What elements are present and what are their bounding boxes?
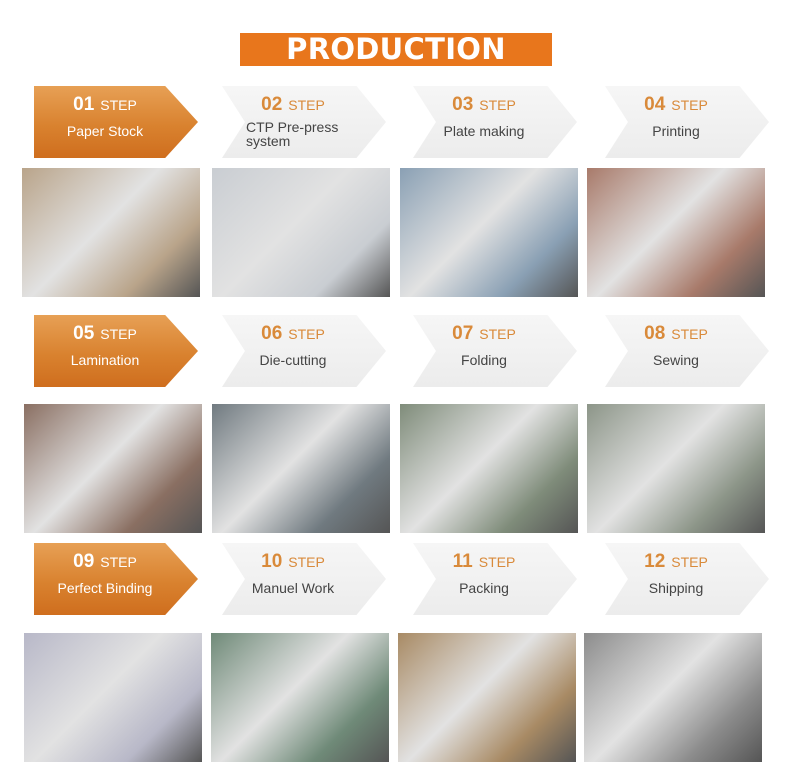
step-label: STEP [479,97,516,113]
step-08-arrow: 08 STEP Sewing [605,315,769,387]
step-number: 12 [644,551,666,572]
page-title: PRODUCTION PROCESS [240,33,552,99]
step-number: 07 [452,323,474,344]
step-number: 06 [261,323,283,344]
step-label: STEP [671,554,708,570]
step-number: 11 [452,551,473,572]
step-name: Sewing [653,352,699,368]
step-01-arrow: 01 STEP Paper Stock [34,86,198,158]
step-10-arrow: 10 STEP Manuel Work [222,543,386,615]
step-number: 10 [261,551,283,572]
step-12-arrow: 12 STEP Shipping [605,543,769,615]
step-label: STEP [100,554,137,570]
step-name: Perfect Binding [57,580,153,596]
step-04-arrow: 04 STEP Printing [605,86,769,158]
step-name: Shipping [648,580,704,596]
step-number: 01 [73,94,95,115]
step-label: STEP [288,326,325,342]
step-05-photo [24,404,202,533]
step-11-photo [398,633,576,762]
step-12-photo [584,633,762,762]
step-04-photo [587,168,765,297]
step-label: STEP [288,554,325,570]
step-number: 08 [644,323,666,344]
step-label: STEP [479,326,516,342]
step-02-photo [212,168,390,297]
step-label: STEP [478,554,516,570]
step-number: 05 [73,323,95,344]
step-number: 03 [452,94,474,115]
step-number: 02 [261,94,283,115]
step-03-arrow: 03 STEP Plate making [413,86,577,158]
step-name: Lamination [70,352,140,368]
step-label: STEP [671,326,708,342]
step-name: Die-cutting [259,352,327,368]
step-number: 09 [73,551,95,572]
step-03-photo [400,168,578,297]
step-05-arrow: 05 STEP Lamination [34,315,198,387]
step-10-photo [211,633,389,762]
step-name: Manuel Work [251,580,335,596]
step-name: Printing [652,123,700,139]
step-label: STEP [100,326,137,342]
step-06-photo [212,404,390,533]
step-name: Plate making [443,123,525,139]
step-07-arrow: 07 STEP Folding [413,315,577,387]
step-name: Paper Stock [66,123,144,139]
step-02-arrow: 02 STEP CTP Pre-press system [222,86,386,158]
step-number: 04 [644,94,666,115]
step-name: Packing [459,580,509,596]
step-11-arrow: 11 STEP Packing [413,543,577,615]
step-08-photo [587,404,765,533]
step-label: STEP [671,97,708,113]
step-01-photo [22,168,200,297]
step-name: CTP Pre-press system [246,119,339,149]
step-06-arrow: 06 STEP Die-cutting [222,315,386,387]
step-label: STEP [100,97,137,113]
step-label: STEP [288,97,325,113]
step-09-photo [24,633,202,762]
step-07-photo [400,404,578,533]
step-name: Folding [461,352,507,368]
step-09-arrow: 09 STEP Perfect Binding [34,543,198,615]
